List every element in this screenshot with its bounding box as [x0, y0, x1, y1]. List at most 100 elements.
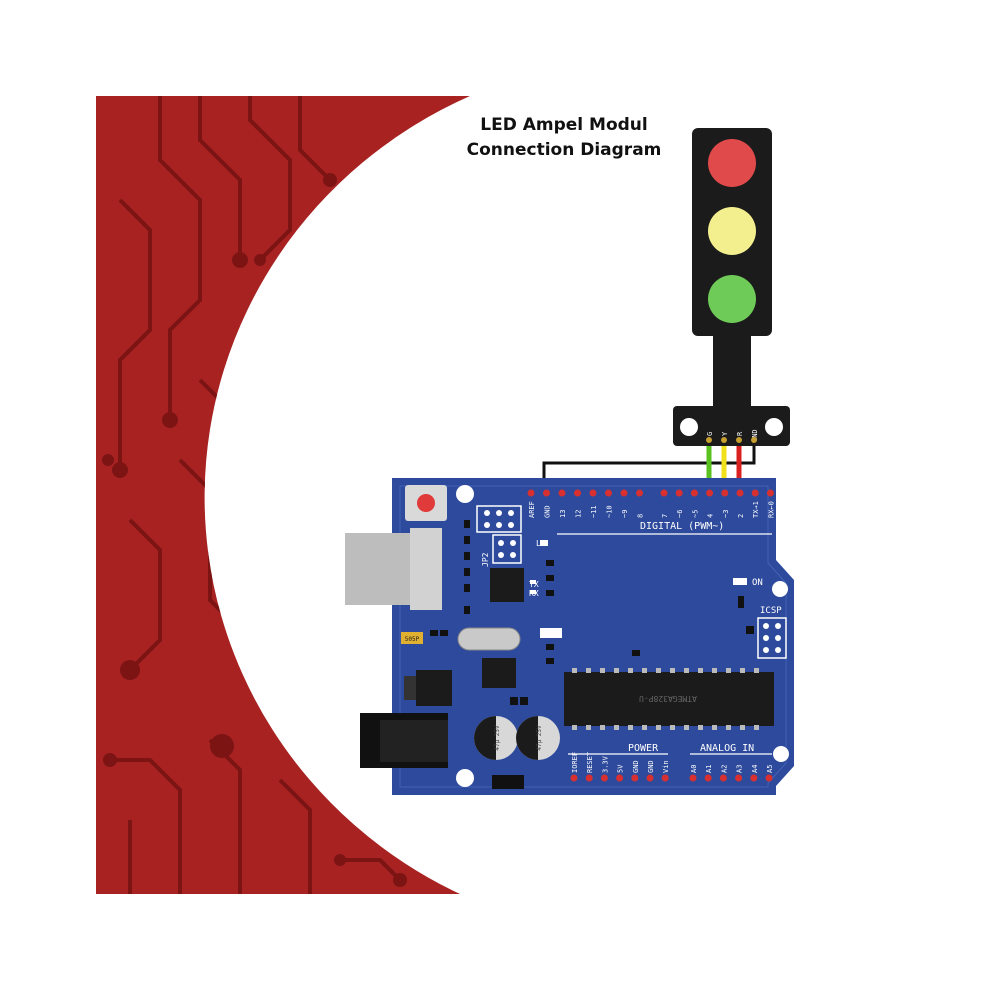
analog-pin-pad-0 [689, 774, 697, 782]
led-red [708, 139, 756, 187]
power-pin-pad-3 [616, 774, 624, 782]
arduino-board: 505P 47μ 25V 47μ 25V [345, 478, 794, 795]
digital-pin-label-9: ~6 [676, 510, 684, 518]
digital-pin-label-5: ~10 [606, 505, 614, 518]
icsp-top-header [476, 505, 522, 533]
power-pin-pad-4 [631, 774, 639, 782]
digital-pin-label-2: 13 [559, 510, 567, 518]
digital-pin-label-0: AREF [528, 501, 536, 518]
traffic-light-module: G Y R GND [673, 128, 790, 446]
digital-pwm-label: DIGITAL (PWM~) [640, 521, 724, 532]
analog-pin-label-0: A0 [690, 765, 698, 773]
digital-pin-pad-12 [721, 489, 729, 497]
digital-pin-pad-13 [736, 489, 744, 497]
power-pin-pad-6 [661, 774, 669, 782]
power-pin-pad-2 [600, 774, 608, 782]
crystal-label: 505P [405, 636, 420, 643]
diagram-title-line2: Connection Diagram [467, 140, 662, 160]
analog-pin-label-3: A3 [736, 765, 744, 773]
analog-pin-pad-2 [719, 774, 727, 782]
power-pin-label-0: IOREF [571, 752, 579, 773]
analog-pin-pad-1 [704, 774, 712, 782]
mount-hole-left [680, 418, 698, 436]
digital-pin-label-8: 7 [661, 514, 669, 518]
l-led-label: L [536, 539, 541, 548]
chip-label: ATMEGA328P-U [639, 694, 697, 703]
digital-pin-label-3: 12 [575, 510, 583, 518]
crystal-oscillator [457, 627, 521, 651]
power-pin-header: IOREF RESET 3.3V 5V GND GND Vin [570, 751, 670, 782]
led-green [708, 275, 756, 323]
power-pin-pad-0 [570, 774, 578, 782]
power-pin-label-1: RESET [586, 751, 594, 773]
digital-pin-pad-8 [660, 489, 668, 497]
power-pin-label-3: 5V [617, 764, 625, 773]
analog-pin-pad-5 [765, 774, 773, 782]
jp2-header [492, 534, 522, 564]
digital-pin-pad-10 [690, 489, 698, 497]
led-yellow [708, 207, 756, 255]
analog-in-label: ANALOG IN [700, 743, 754, 754]
digital-pin-pad-9 [675, 489, 683, 497]
crystal-small [401, 632, 423, 644]
power-pin-label-5: GND [647, 760, 655, 773]
digital-pin-label-14: TX→1 [752, 501, 760, 518]
power-pin-pad-5 [646, 774, 654, 782]
digital-pin-pad-2 [558, 489, 566, 497]
power-pin-label-6: Vin [662, 760, 670, 773]
digital-pin-header: AREF GND 13 12 ~11 ~10 ~9 8 7 ~6 ~5 4 ~3 2 TX→1 RX←0 [527, 489, 775, 518]
digital-pin-label-10: ~5 [691, 510, 699, 518]
analog-pin-pad-3 [735, 774, 743, 782]
digital-pin-pad-5 [605, 489, 612, 497]
digital-pin-label-12: ~3 [722, 510, 730, 518]
analog-pin-label-5: A5 [766, 765, 774, 773]
rx-label: RX [529, 589, 539, 598]
power-pin-label-2: 3.3V [601, 755, 609, 773]
analog-pin-label-4: A4 [751, 765, 759, 773]
capacitor-2: 47μ 25V [516, 716, 560, 760]
digital-pin-label-15: RX←0 [767, 501, 775, 518]
capacitor-1-label: 47μ 25V [494, 725, 501, 751]
pcb-traces [110, 96, 402, 894]
module-pin-gnd: GND [751, 429, 759, 442]
module-pin-g: G [706, 432, 714, 436]
digital-pin-pad-15 [766, 489, 774, 497]
icsp-label: ICSP [760, 606, 782, 616]
red-circuit-panel [96, 96, 470, 894]
digital-pin-label-4: ~11 [590, 505, 598, 518]
module-pin-r: R [736, 431, 744, 436]
digital-pin-pad-14 [751, 489, 759, 497]
capacitor-2-label: 47μ 25V [536, 725, 543, 751]
power-pin-label-4: GND [632, 760, 640, 773]
digital-pin-pad-11 [706, 489, 714, 497]
digital-pin-pad-7 [636, 489, 643, 497]
digital-pin-pad-1 [543, 489, 550, 497]
diagram-title-line1: LED Ampel Modul [480, 115, 648, 135]
digital-pin-label-6: ~9 [621, 510, 629, 518]
digital-pin-pad-3 [574, 489, 581, 497]
analog-pin-pad-4 [750, 774, 758, 782]
analog-pin-label-2: A2 [720, 765, 728, 773]
analog-pin-header: A0 A1 A2 A3 A4 A5 [689, 765, 774, 782]
digital-pin-pad-0 [527, 489, 535, 497]
digital-pin-pad-6 [620, 489, 628, 497]
digital-pin-label-1: GND [544, 505, 552, 518]
analog-pin-label-1: A1 [705, 765, 713, 773]
digital-pin-label-11: 4 [707, 514, 715, 518]
atmega-chip: ATMEGA328P-U [564, 668, 774, 730]
digital-pin-label-7: 8 [637, 514, 645, 518]
icsp-header [757, 617, 787, 659]
capacitor-1: 47μ 25V [474, 716, 518, 760]
on-label: ON [752, 578, 763, 588]
red-background [96, 96, 470, 894]
module-pin-y: Y [721, 431, 729, 436]
digital-pin-pad-4 [589, 489, 597, 497]
power-label: POWER [628, 743, 659, 754]
digital-pin-label-13: 2 [737, 514, 745, 518]
power-pin-pad-1 [585, 774, 593, 782]
usb-chip [490, 568, 524, 602]
tx-label: TX [529, 580, 539, 589]
mount-hole-right [765, 418, 783, 436]
jp2-label: JP2 [481, 552, 490, 567]
